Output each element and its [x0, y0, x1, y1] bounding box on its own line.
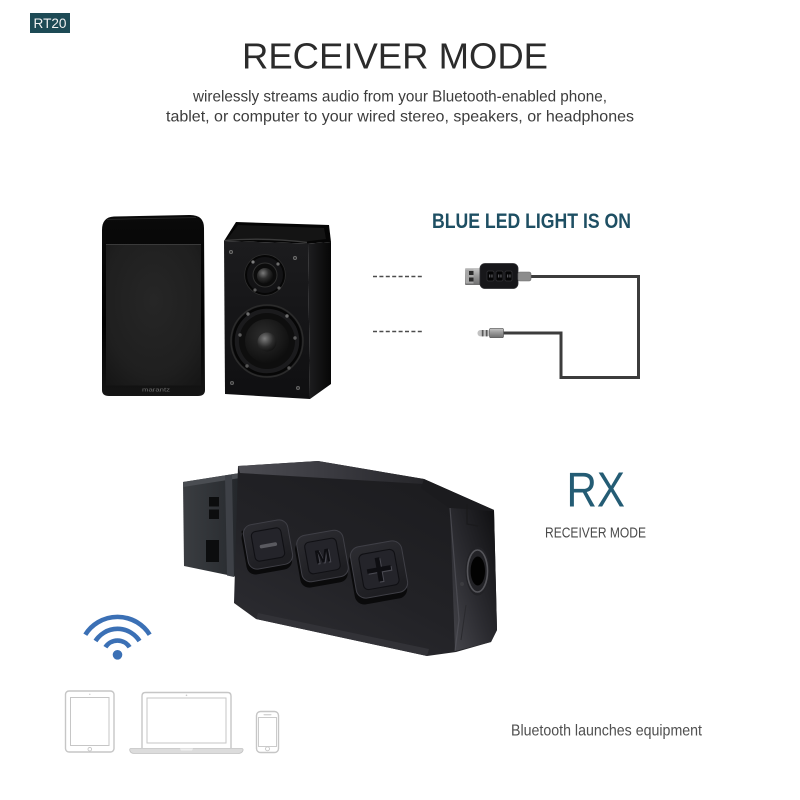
svg-text:RT20: RT20	[34, 15, 67, 31]
svg-text:Bluetooth launches equipment: Bluetooth launches equipment	[511, 723, 702, 740]
svg-text:marantz: marantz	[142, 388, 171, 394]
svg-text:BLUE LED LIGHT IS ON: BLUE LED LIGHT IS ON	[432, 210, 631, 233]
svg-text:M: M	[314, 546, 333, 569]
svg-text:wirelessly streams audio from: wirelessly streams audio from your Bluet…	[192, 89, 607, 106]
svg-text:M: M	[313, 545, 332, 568]
svg-text:RECEIVER MODE: RECEIVER MODE	[545, 525, 646, 542]
svg-text:RX: RX	[567, 463, 626, 518]
svg-text:tablet, or computer to your wi: tablet, or computer to your wired stereo…	[166, 109, 634, 126]
svg-text:RECEIVER MODE: RECEIVER MODE	[242, 36, 548, 77]
